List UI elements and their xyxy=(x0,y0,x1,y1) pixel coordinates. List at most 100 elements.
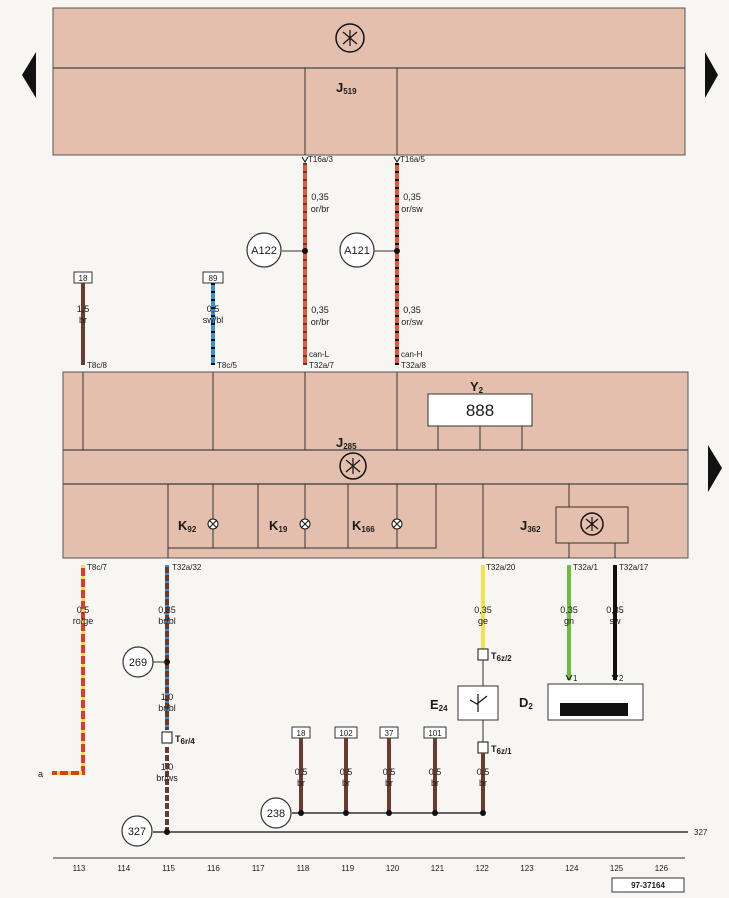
wire-116-top: 89 0,5 sw/bl xyxy=(202,271,224,365)
prev-page-arrow[interactable] xyxy=(22,52,36,98)
module-j519: J519 xyxy=(52,7,686,156)
svg-text:18: 18 xyxy=(79,274,88,283)
display-y2 xyxy=(427,393,533,427)
svg-text:0,35: 0,35 xyxy=(474,605,492,615)
y2-label: Y2 xyxy=(470,379,484,395)
column-number: 118 xyxy=(297,864,310,873)
svg-text:br: br xyxy=(479,778,487,788)
svg-text:1,5: 1,5 xyxy=(77,304,90,314)
svg-text:A122: A122 xyxy=(251,245,277,257)
wire-color: or/br xyxy=(311,204,330,214)
k92-label: K92 xyxy=(178,518,197,534)
svg-text:0,35: 0,35 xyxy=(560,605,578,615)
svg-text:327: 327 xyxy=(128,826,146,838)
e24-label: E24 xyxy=(430,697,448,713)
svg-text:0,5: 0,5 xyxy=(207,304,220,314)
j285-label: J285 xyxy=(336,435,357,451)
svg-text:1,0: 1,0 xyxy=(161,762,174,772)
connector-label: T16a/5 xyxy=(400,155,425,164)
svg-text:ge: ge xyxy=(478,616,488,626)
svg-text:0,35: 0,35 xyxy=(606,605,624,615)
wire-color: or/sw xyxy=(401,317,423,327)
wire-size: 0,35 xyxy=(311,192,329,202)
wire-size: 0,35 xyxy=(403,192,421,202)
figure-id: 97-37164 xyxy=(611,877,685,893)
column-number: 120 xyxy=(386,864,400,873)
svg-text:sw/bl: sw/bl xyxy=(203,315,224,325)
svg-text:37: 37 xyxy=(385,729,394,738)
svg-text:T6z/2: T6z/2 xyxy=(491,651,512,663)
connector-icon xyxy=(161,731,173,744)
wire-122: 0,35 ge T6z/2 E24 T6z/1 xyxy=(430,565,512,756)
svg-text:sw: sw xyxy=(610,616,622,626)
column-number: 117 xyxy=(252,864,265,873)
svg-text:T6z/1: T6z/1 xyxy=(491,744,512,756)
svg-text:0,5: 0,5 xyxy=(429,767,442,777)
svg-text:br: br xyxy=(297,778,305,788)
svg-text:18: 18 xyxy=(297,729,306,738)
wire-size: 0,35 xyxy=(311,305,329,315)
connector-label: T32a/20 xyxy=(486,563,516,572)
svg-text:gn: gn xyxy=(564,616,574,626)
next-page-arrow-lower[interactable] xyxy=(708,445,722,492)
reader-coil-icon xyxy=(560,703,628,716)
wire-color: or/sw xyxy=(401,204,423,214)
j519-label: J519 xyxy=(336,80,357,96)
line-end-label: 327 xyxy=(694,828,708,837)
lamp-icon xyxy=(391,518,403,530)
splice-269: 269 xyxy=(122,646,154,678)
connector-label: T32a/8 xyxy=(401,361,426,370)
connector-label: T8c/8 xyxy=(87,361,108,370)
svg-text:0,5: 0,5 xyxy=(77,605,90,615)
can-wires xyxy=(282,163,400,365)
column-number: 122 xyxy=(476,864,490,873)
column-number: 119 xyxy=(341,864,354,873)
next-page-arrow[interactable] xyxy=(705,52,718,98)
column-number: 124 xyxy=(565,864,579,873)
svg-text:0,5: 0,5 xyxy=(477,767,490,777)
wire-113-top: 18 1,5 br xyxy=(73,271,93,365)
svg-text:T6r/4: T6r/4 xyxy=(175,734,195,746)
ground-terminals: 18 0,5 br 102 0,5 br 37 0,5 br 101 0,5 b… xyxy=(291,726,490,816)
module-j285: 888 Y2 J285 K92 K19 K166 xyxy=(62,371,689,559)
svg-text:1,0: 1,0 xyxy=(161,692,174,702)
switch-icon xyxy=(469,694,488,712)
svg-text:238: 238 xyxy=(267,808,285,820)
lamp-icon xyxy=(299,518,311,530)
k166-label: K166 xyxy=(352,518,375,534)
svg-text:0,35: 0,35 xyxy=(158,605,176,615)
svg-text:br/ws: br/ws xyxy=(156,773,178,783)
lamp-icon xyxy=(207,518,219,530)
column-number: 115 xyxy=(162,864,175,873)
wire-size: 0,35 xyxy=(403,305,421,315)
connector-label: T32a/7 xyxy=(309,361,334,370)
column-number: 125 xyxy=(610,864,624,873)
svg-text:br: br xyxy=(385,778,393,788)
svg-text:ro/ge: ro/ge xyxy=(73,616,94,626)
connector-label: T8c/7 xyxy=(87,563,108,572)
svg-text:0,5: 0,5 xyxy=(340,767,353,777)
column-number: 116 xyxy=(207,864,220,873)
connector-label: T32a/17 xyxy=(619,563,649,572)
connector-label: can-L xyxy=(309,350,330,359)
control-unit-icon xyxy=(580,512,604,536)
column-number: 121 xyxy=(431,864,445,873)
j362-label: J362 xyxy=(520,518,541,534)
svg-text:89: 89 xyxy=(209,274,218,283)
k19-label: K19 xyxy=(269,518,288,534)
splice-a121: A121 xyxy=(339,232,375,268)
d2-label: D2 xyxy=(519,695,533,711)
column-number: 126 xyxy=(655,864,669,873)
wire-113-bottom: 0,5 ro/ge a xyxy=(38,565,93,779)
wire-115: 0,35 br/bl 1,0 br/bl T6r/4 1,0 br/ws xyxy=(153,565,195,832)
wire-color: or/br xyxy=(311,317,330,327)
connector-label: T32a/32 xyxy=(172,563,202,572)
connector-label: T32a/1 xyxy=(573,563,598,572)
svg-text:269: 269 xyxy=(129,657,147,669)
svg-text:0,5: 0,5 xyxy=(295,767,308,777)
connector-icon xyxy=(477,648,489,661)
svg-text:101: 101 xyxy=(428,729,442,738)
column-number: 114 xyxy=(117,864,130,873)
splice-a122: A122 xyxy=(246,232,282,268)
